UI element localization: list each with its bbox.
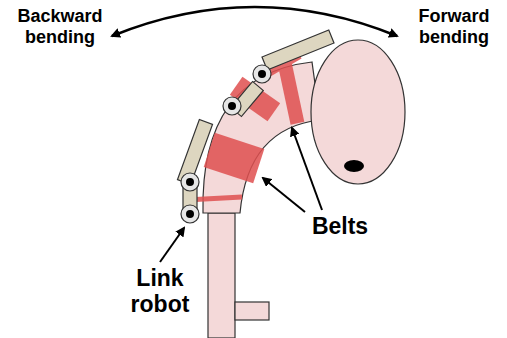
part-label: Link robot	[125, 265, 195, 318]
leader-arrows	[160, 128, 322, 262]
motion-label: Backward bending	[5, 6, 115, 47]
motion-label: Forward bending	[404, 6, 504, 47]
robot-joints	[181, 65, 271, 223]
link-robot	[177, 30, 334, 214]
neck	[203, 62, 320, 213]
part-label: Belts	[290, 213, 390, 239]
torso	[208, 213, 235, 338]
head	[311, 40, 405, 184]
bending-arrow	[112, 7, 397, 36]
eye	[344, 160, 364, 172]
support	[235, 302, 269, 320]
